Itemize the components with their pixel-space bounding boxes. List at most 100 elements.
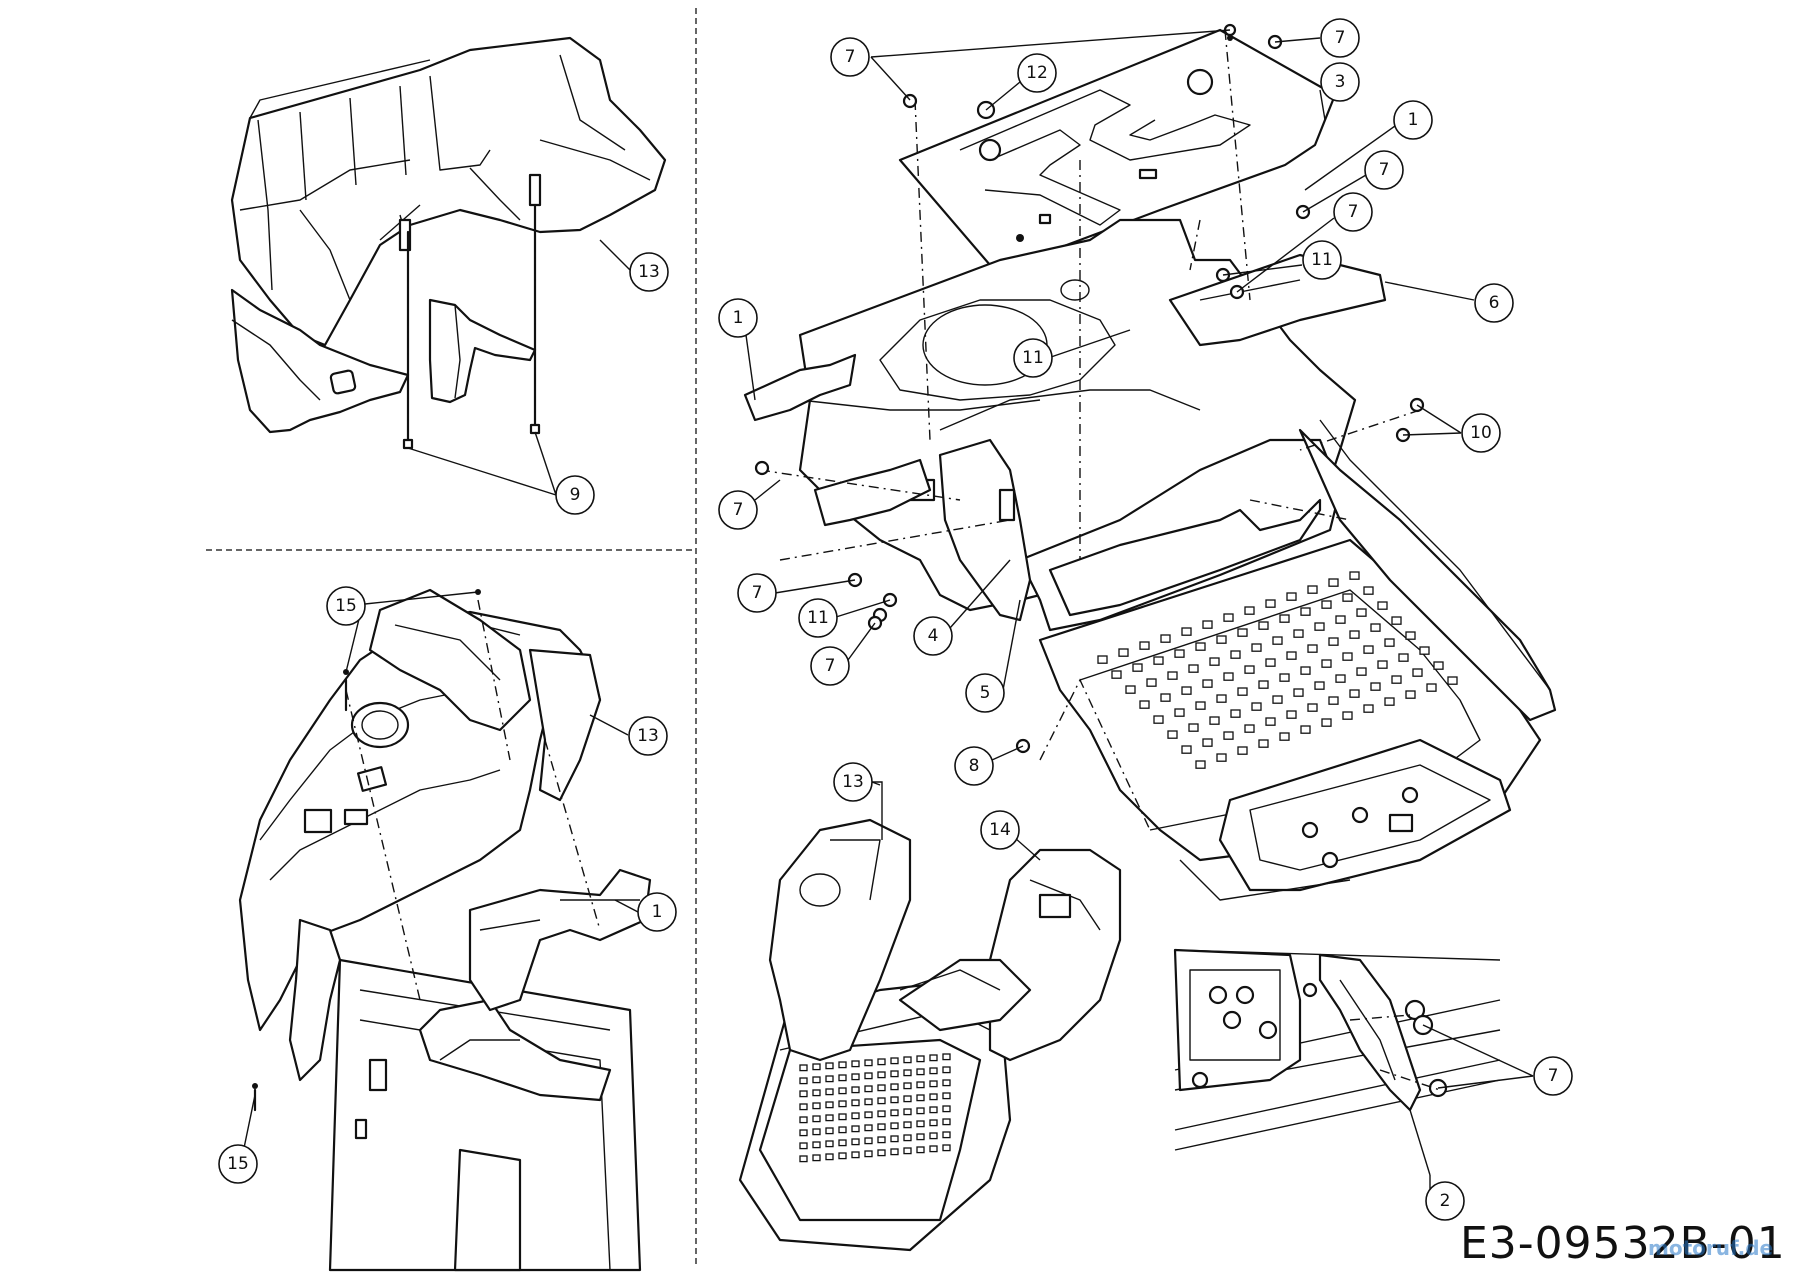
grid-hole <box>838 1100 847 1108</box>
grid-hole <box>825 1062 834 1070</box>
grid-hole <box>1195 701 1206 710</box>
grid-hole <box>1412 668 1423 677</box>
svg-text:11: 11 <box>807 608 829 628</box>
grid-hole <box>1167 730 1178 739</box>
grid-hole <box>1237 746 1248 755</box>
grid-hole <box>851 1151 860 1159</box>
grid-hole <box>1181 627 1192 636</box>
svg-text:13: 13 <box>637 726 659 746</box>
grid-hole <box>1223 672 1234 681</box>
grid-hole <box>812 1089 821 1097</box>
grid-hole <box>1209 657 1220 666</box>
callout-1: 1 <box>614 892 677 932</box>
grid-hole <box>1300 607 1311 616</box>
svg-text:14: 14 <box>989 820 1011 840</box>
callout-7: 7 <box>1236 192 1373 293</box>
grid-hole <box>1125 685 1136 694</box>
svg-text:1: 1 <box>652 902 663 922</box>
grid-hole <box>1195 642 1206 651</box>
grid-hole <box>1300 725 1311 734</box>
grid-hole <box>1293 629 1304 638</box>
callout-7: 7 <box>1422 1024 1573 1096</box>
grid-hole <box>1202 679 1213 688</box>
callout-11: 11 <box>798 598 891 638</box>
grid-hole <box>799 1155 808 1163</box>
grid-hole <box>890 1122 899 1130</box>
svg-text:11: 11 <box>1311 250 1333 270</box>
grid-hole <box>812 1102 821 1110</box>
grid-hole <box>929 1132 938 1140</box>
grid-hole <box>1335 615 1346 624</box>
grid-hole <box>825 1140 834 1148</box>
grid-hole <box>1118 648 1129 657</box>
grid-hole <box>1342 593 1353 602</box>
callout-11: 11 <box>1222 240 1342 280</box>
grid-hole <box>1328 578 1339 587</box>
grid-hole <box>1265 599 1276 608</box>
grid-hole <box>1307 644 1318 653</box>
grid-hole <box>799 1077 808 1085</box>
callout-13: 13 <box>599 239 669 292</box>
grid-hole <box>890 1083 899 1091</box>
grid-hole <box>942 1131 951 1139</box>
floor-grid-holes <box>1097 571 1458 769</box>
grid-hole <box>1160 693 1171 702</box>
grid-hole <box>825 1114 834 1122</box>
grid-hole <box>1384 638 1395 647</box>
grid-hole <box>916 1081 925 1089</box>
fender-detail-bottom-left <box>238 588 652 1272</box>
grid-hole <box>1181 745 1192 754</box>
grid-hole <box>825 1127 834 1135</box>
grid-hole <box>877 1097 886 1105</box>
grid-hole <box>851 1138 860 1146</box>
svg-text:13: 13 <box>638 262 660 282</box>
callout-9: 9 <box>407 431 595 515</box>
grid-hole <box>1321 718 1332 727</box>
grid-hole <box>1314 681 1325 690</box>
grid-hole <box>903 1108 912 1116</box>
grid-hole <box>799 1103 808 1111</box>
grid-hole <box>1398 653 1409 662</box>
grid-hole <box>1433 661 1444 670</box>
grid-hole <box>903 1056 912 1064</box>
grid-hole <box>1419 646 1430 655</box>
grid-hole <box>1209 716 1220 725</box>
grid-hole <box>916 1107 925 1115</box>
grid-hole <box>1216 635 1227 644</box>
grid-hole <box>1370 623 1381 632</box>
svg-text:7: 7 <box>1335 28 1346 48</box>
grid-hole <box>851 1073 860 1081</box>
grid-hole <box>851 1099 860 1107</box>
grid-hole <box>864 1137 873 1145</box>
callout-8: 8 <box>954 745 1024 786</box>
grid-hole <box>903 1121 912 1129</box>
grid-hole <box>1244 606 1255 615</box>
grid-hole <box>1174 649 1185 658</box>
grid-hole <box>838 1139 847 1147</box>
grid-hole <box>890 1070 899 1078</box>
callout-1: 1 <box>1304 100 1433 191</box>
grid-hole <box>864 1111 873 1119</box>
callout-7: 7 <box>1274 18 1360 58</box>
grid-hole <box>1258 621 1269 630</box>
grid-hole <box>1258 680 1269 689</box>
grid-hole <box>1349 571 1360 580</box>
grid-hole <box>1286 592 1297 601</box>
grid-hole <box>1349 689 1360 698</box>
svg-text:4: 4 <box>928 626 939 646</box>
svg-text:7: 7 <box>825 656 836 676</box>
grid-hole <box>1251 702 1262 711</box>
svg-text:7: 7 <box>1548 1066 1559 1086</box>
grid-hole <box>1377 660 1388 669</box>
grid-hole <box>1153 715 1164 724</box>
grid-hole <box>1146 678 1157 687</box>
grid-hole <box>877 1071 886 1079</box>
grid-hole <box>1251 643 1262 652</box>
grid-hole <box>1279 673 1290 682</box>
callout-13: 13 <box>833 762 883 840</box>
grid-hole <box>877 1058 886 1066</box>
callout-14: 14 <box>980 810 1041 861</box>
svg-text:6: 6 <box>1489 293 1500 313</box>
grid-hole <box>1363 645 1374 654</box>
grid-hole <box>1244 724 1255 733</box>
